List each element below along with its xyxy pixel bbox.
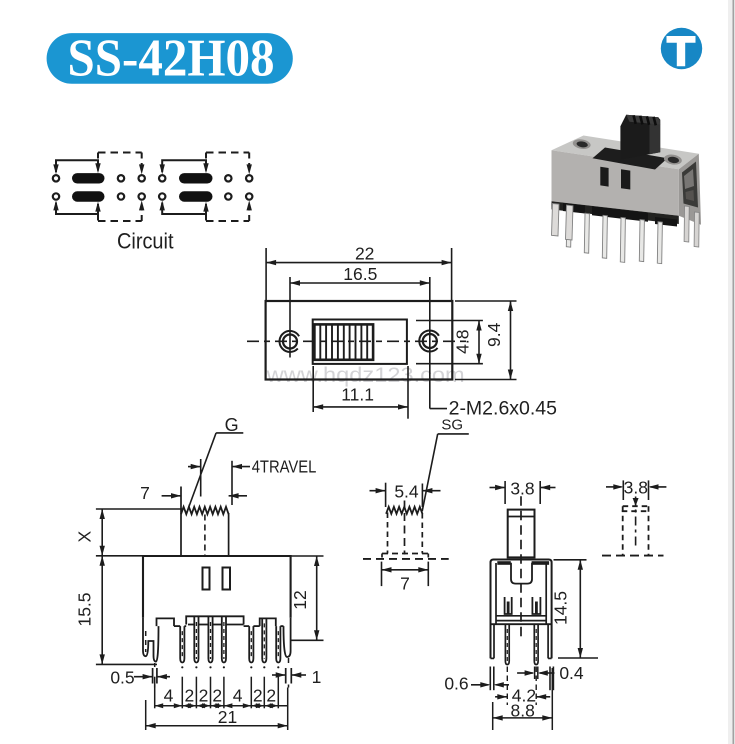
svg-text:SG: SG xyxy=(441,416,463,433)
svg-text:SS-42H08: SS-42H08 xyxy=(68,30,275,88)
svg-text:0.6: 0.6 xyxy=(444,674,468,694)
svg-text:1: 1 xyxy=(312,667,322,687)
svg-text:0.4: 0.4 xyxy=(559,663,584,683)
svg-text:8.8: 8.8 xyxy=(511,701,535,721)
svg-text:15.5: 15.5 xyxy=(75,592,95,626)
svg-text:9.4: 9.4 xyxy=(484,322,504,347)
svg-text:0.5: 0.5 xyxy=(110,667,134,687)
svg-text:4.8: 4.8 xyxy=(452,330,472,354)
svg-text:4.2: 4.2 xyxy=(512,686,536,706)
svg-text:4TRAVEL: 4TRAVEL xyxy=(252,457,317,477)
svg-text:2-M2.6x0.45: 2-M2.6x0.45 xyxy=(449,398,558,420)
svg-text:X: X xyxy=(75,530,95,542)
svg-text:4: 4 xyxy=(164,686,174,706)
svg-text:5.4: 5.4 xyxy=(394,482,419,502)
svg-text:www.hqdz123.com: www.hqdz123.com xyxy=(266,363,465,387)
svg-text:2: 2 xyxy=(199,686,209,706)
svg-text:3.8: 3.8 xyxy=(624,478,648,498)
svg-text:16.5: 16.5 xyxy=(343,264,377,284)
svg-text:2: 2 xyxy=(266,686,276,706)
svg-text:2: 2 xyxy=(212,686,222,706)
svg-text:Circuit: Circuit xyxy=(117,229,174,254)
svg-text:2: 2 xyxy=(253,686,263,706)
svg-text:7: 7 xyxy=(400,574,410,594)
svg-text:3.8: 3.8 xyxy=(510,478,534,498)
svg-text:21: 21 xyxy=(218,707,237,727)
svg-text:12: 12 xyxy=(290,590,310,609)
svg-text:14.5: 14.5 xyxy=(551,591,571,625)
svg-text:2: 2 xyxy=(184,686,194,706)
svg-text:11.1: 11.1 xyxy=(341,385,374,405)
svg-text:4: 4 xyxy=(233,686,243,706)
svg-text:22: 22 xyxy=(355,243,374,263)
svg-text:7: 7 xyxy=(140,483,150,503)
svg-text:G: G xyxy=(225,415,239,435)
